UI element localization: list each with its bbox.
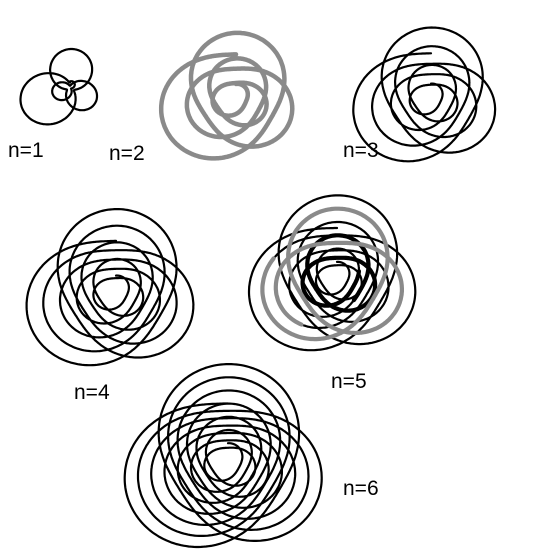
knot-n2 (161, 33, 292, 158)
knot-n6 (125, 364, 322, 547)
label-n4: n=4 (74, 382, 110, 403)
knot-curve (125, 364, 322, 547)
label-n3: n=3 (343, 140, 379, 161)
label-n6: n=6 (343, 478, 379, 499)
knot-curve (21, 49, 98, 124)
label-n1: n=1 (8, 140, 44, 161)
label-n2: n=2 (109, 143, 145, 164)
knot-n5 (249, 195, 415, 350)
knot-n1 (21, 49, 98, 124)
knot-curve (27, 209, 194, 365)
label-n5: n=5 (331, 371, 367, 392)
knot-n4 (27, 209, 194, 365)
knot-curve (161, 33, 292, 158)
